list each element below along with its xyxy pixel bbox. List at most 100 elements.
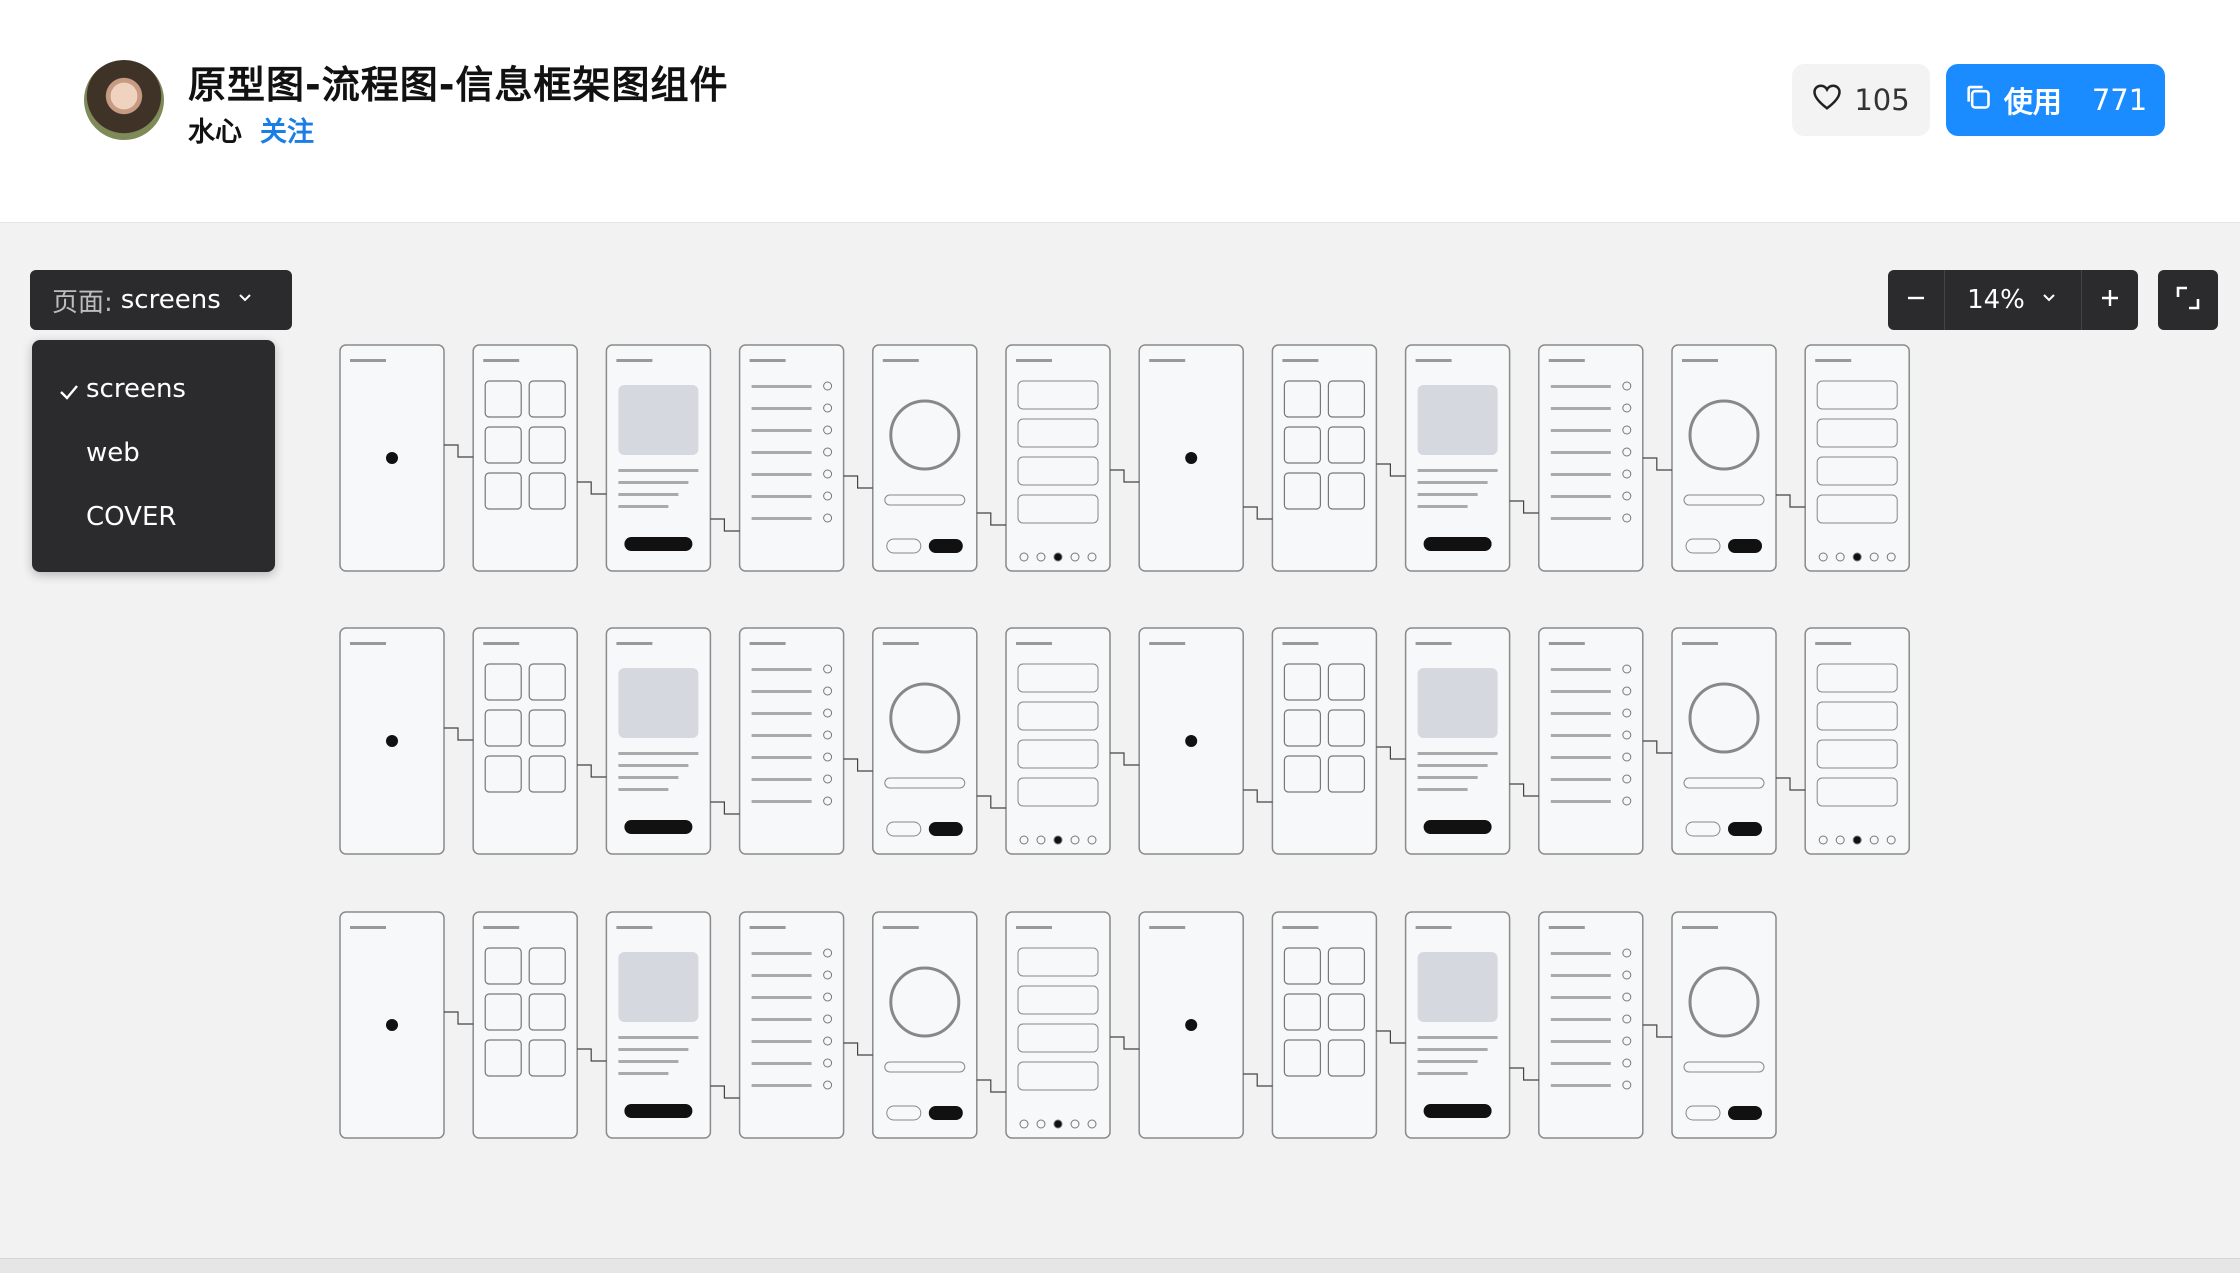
like-button[interactable]: 105 — [1792, 64, 1930, 136]
screen-thumbnail[interactable] — [339, 911, 445, 1139]
screen-thumbnail[interactable] — [472, 344, 578, 572]
flow-connector — [1243, 789, 1273, 803]
screen-thumbnail[interactable] — [1138, 627, 1244, 855]
screen-thumbnail[interactable] — [872, 344, 978, 572]
use-label: 使用 — [2003, 85, 2062, 119]
flow-connector — [976, 1079, 1006, 1093]
canvas-bottom-edge — [0, 1258, 2240, 1273]
screen-thumbnail[interactable] — [1005, 344, 1111, 572]
screen-thumbnail[interactable] — [1404, 344, 1511, 572]
flow-connector — [1776, 494, 1806, 508]
flow-connector — [1110, 469, 1140, 483]
zoom-in-button[interactable] — [2082, 270, 2138, 330]
screen-thumbnail[interactable] — [472, 627, 578, 855]
flow-connector — [976, 512, 1006, 526]
page-selector[interactable]: 页面: screens — [30, 270, 292, 330]
flow-connector — [843, 1042, 873, 1056]
flow-connector — [444, 727, 474, 741]
chevron-down-icon — [235, 285, 255, 315]
screen-thumbnail[interactable] — [1404, 911, 1511, 1139]
page-selector-label: 页面: — [52, 287, 113, 318]
fullscreen-button[interactable] — [2158, 270, 2218, 330]
minus-icon — [1904, 286, 1928, 314]
flow-connector — [1243, 506, 1273, 520]
screen-thumbnail[interactable] — [605, 911, 712, 1139]
checkmark-icon — [58, 380, 80, 410]
screen-thumbnail[interactable] — [339, 344, 445, 572]
flow-connector — [976, 795, 1006, 809]
heart-icon — [1812, 83, 1842, 118]
screen-thumbnail[interactable] — [1404, 627, 1511, 855]
flow-connector — [1642, 740, 1672, 754]
follow-link[interactable]: 关注 — [260, 117, 314, 148]
use-count: 771 — [2091, 83, 2148, 117]
screen-thumbnail[interactable] — [472, 911, 578, 1139]
chevron-down-icon — [2039, 285, 2059, 315]
author-avatar[interactable] — [84, 60, 164, 140]
flow-connector — [1110, 1036, 1140, 1050]
flow-connectors — [444, 444, 1806, 1099]
screen-thumbnail[interactable] — [738, 911, 845, 1139]
flow-connector — [843, 758, 873, 772]
screen-thumbnail[interactable] — [1005, 627, 1111, 855]
flow-connector — [710, 1085, 740, 1099]
screen-thumbnail[interactable] — [1271, 627, 1378, 855]
flow-connector — [444, 444, 474, 458]
page-selector-value: screens — [120, 285, 221, 315]
use-button[interactable]: 使用 771 — [1946, 64, 2165, 136]
flow-connector — [1642, 457, 1672, 471]
screen-thumbnail[interactable] — [1538, 344, 1644, 572]
flow-connector — [1243, 1073, 1273, 1087]
screen-thumbnail[interactable] — [1671, 344, 1777, 572]
flow-connector — [710, 801, 740, 815]
page-option-web[interactable]: web — [86, 438, 140, 468]
flow-connector — [1110, 752, 1140, 766]
screen-thumbnail[interactable] — [605, 627, 712, 855]
like-count: 105 — [1854, 83, 1910, 117]
flow-connector — [1376, 746, 1406, 760]
screen-thumbnail[interactable] — [1138, 344, 1244, 572]
screen-thumbnail[interactable] — [738, 344, 845, 572]
screen-thumbnail[interactable] — [1804, 344, 1910, 572]
flow-connector — [1509, 500, 1539, 514]
screen-thumbnail[interactable] — [605, 344, 712, 572]
flow-connector — [1509, 783, 1539, 797]
screen-thumbnail[interactable] — [872, 627, 978, 855]
screen-frames — [339, 344, 1910, 1139]
flow-connector — [444, 1011, 474, 1025]
copy-icon — [1964, 83, 1992, 118]
flow-connector — [1376, 463, 1406, 477]
screen-thumbnail[interactable] — [1671, 911, 1777, 1139]
author-name[interactable]: 水心 — [188, 117, 242, 148]
screen-thumbnail[interactable] — [1804, 627, 1910, 855]
screen-thumbnail[interactable] — [1671, 627, 1777, 855]
zoom-control: 14% — [1888, 270, 2138, 330]
flow-connector — [1642, 1024, 1672, 1038]
screen-thumbnail[interactable] — [1271, 911, 1378, 1139]
screen-thumbnail[interactable] — [872, 911, 978, 1139]
screen-thumbnail[interactable] — [738, 627, 845, 855]
screen-thumbnail[interactable] — [1005, 911, 1111, 1139]
flow-connector — [1776, 777, 1806, 791]
file-header: 原型图-流程图-信息框架图组件 水心 关注 105 使用 771 — [0, 0, 2240, 223]
pages-dropdown: screens web COVER — [32, 340, 275, 572]
screen-thumbnail[interactable] — [1138, 911, 1244, 1139]
flow-connector — [710, 518, 740, 532]
file-title: 原型图-流程图-信息框架图组件 — [188, 63, 729, 107]
screen-thumbnail[interactable] — [339, 627, 445, 855]
zoom-level-dropdown[interactable]: 14% — [1944, 270, 2082, 330]
page-option-screens[interactable]: screens — [86, 374, 186, 404]
design-canvas[interactable] — [0, 330, 2240, 1258]
flow-connector — [577, 481, 607, 495]
fullscreen-icon — [2173, 283, 2203, 317]
zoom-out-button[interactable] — [1888, 270, 1944, 330]
plus-icon — [2098, 286, 2122, 314]
screen-thumbnail[interactable] — [1271, 344, 1378, 572]
flow-connector — [843, 475, 873, 489]
flow-connector — [1509, 1067, 1539, 1081]
screen-thumbnail[interactable] — [1538, 627, 1644, 855]
flow-connector — [1376, 1030, 1406, 1044]
screen-thumbnail[interactable] — [1538, 911, 1644, 1139]
zoom-level: 14% — [1967, 285, 2025, 315]
page-option-cover[interactable]: COVER — [86, 502, 177, 532]
